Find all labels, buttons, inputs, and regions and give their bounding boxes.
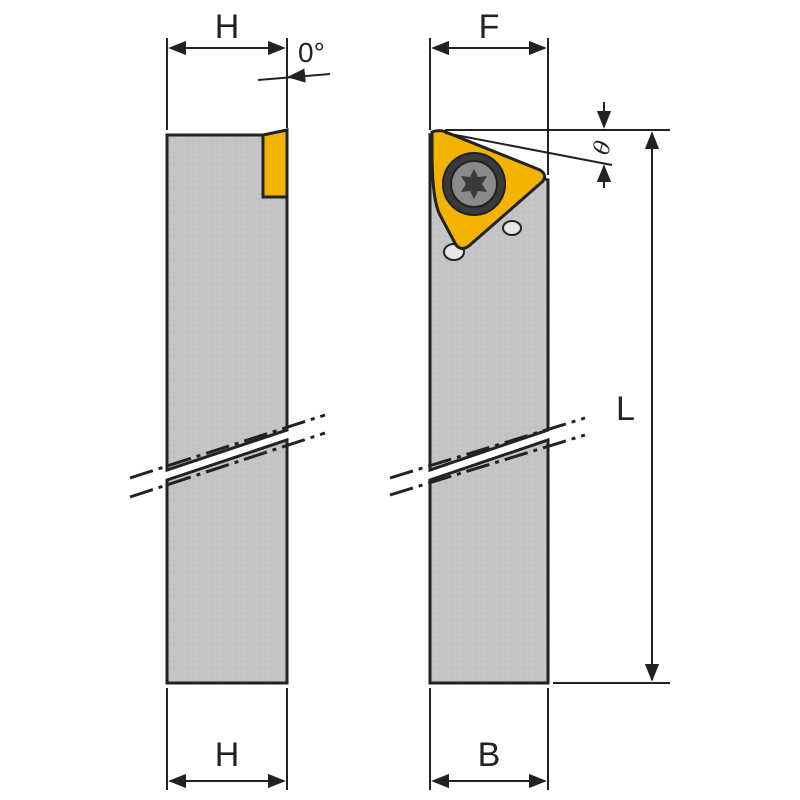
top-shank-lower	[428, 437, 550, 685]
side-break-line-lower	[129, 431, 326, 499]
side-bottom-width-label: H	[215, 736, 240, 774]
side-break-line-upper	[129, 413, 326, 480]
side-angle-arrow	[287, 68, 306, 83]
side-insert	[261, 128, 289, 199]
top-width-label: F	[479, 8, 500, 46]
top-bottom-width-label: B	[478, 736, 501, 774]
theta-label: θ	[589, 138, 617, 157]
length-label: L	[616, 390, 635, 428]
side-top-width-label: H	[215, 8, 240, 46]
torx-screw-icon	[461, 169, 487, 199]
side-shank-lower	[165, 437, 289, 685]
locating-pin-right	[502, 220, 522, 236]
side-view: H 0° H	[129, 8, 331, 790]
top-view: F θ L B	[389, 8, 670, 790]
top-break-line-lower	[389, 433, 586, 497]
side-angle-label: 0°	[298, 37, 325, 68]
top-break-line-upper	[389, 416, 586, 480]
theta-edge-line	[444, 132, 613, 166]
